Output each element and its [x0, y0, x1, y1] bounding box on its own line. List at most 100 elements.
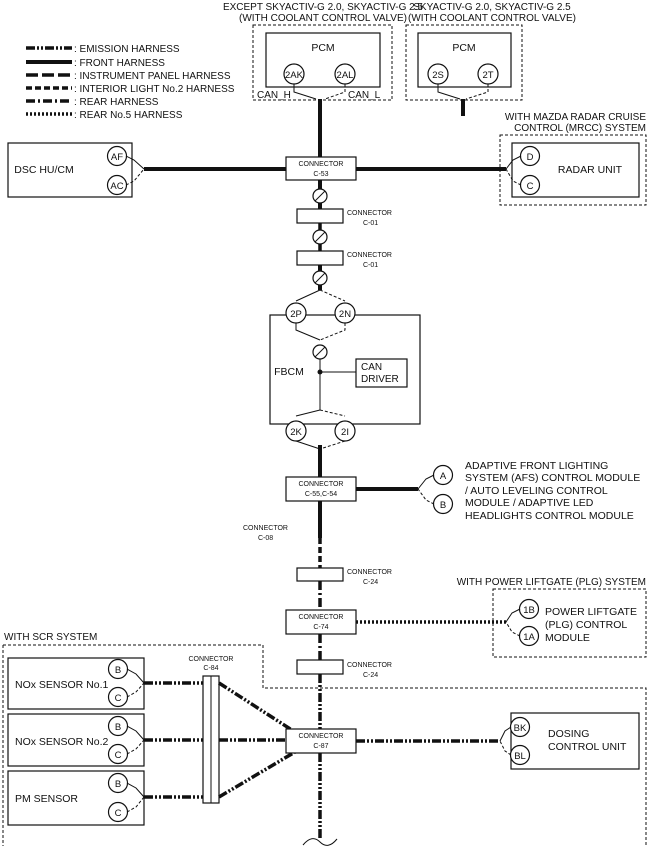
connector-c53-id: C-53 [313, 171, 328, 178]
nox1-pin-b-label: B [115, 665, 121, 676]
pcm-left-caption-2: (WITH COOLANT CONTROL VALVE) [239, 13, 407, 24]
afs-pin-a-label: A [440, 471, 447, 482]
radar-twist-l [505, 168, 522, 186]
scr-option-frame [3, 644, 647, 846]
afs-twist-l [417, 488, 435, 505]
connector-c74 [285, 609, 357, 635]
connector-c55-c54 [285, 476, 357, 502]
plg-caption: WITH POWER LIFTGATE (PLG) SYSTEM [457, 577, 646, 588]
connector-c24-b-name: CONNECTOR [347, 662, 392, 669]
legend-instrument-label: : INSTRUMENT PANEL HARNESS [74, 71, 231, 82]
radar-caption-2: CONTROL (MRCC) SYSTEM [514, 123, 646, 134]
can-driver-label-2: DRIVER [361, 374, 399, 385]
plg-pin-1a-label: 1A [523, 632, 535, 643]
afs-line-2: SYSTEM (AFS) CONTROL MODULE [465, 472, 640, 484]
dosing-twist-h [499, 726, 512, 742]
connector-c87-name: CONNECTOR [299, 733, 344, 740]
dosing-line-2: CONTROL UNIT [548, 741, 627, 753]
dsc-pin-af-label: AF [111, 152, 123, 163]
plg-line-3: MODULE [545, 632, 590, 644]
connector-c55-id: C-55,C-54 [305, 491, 337, 498]
fbcm-pin-2i-label: 2I [341, 427, 349, 438]
legend-rear5-label: : REAR No.5 HARNESS [74, 110, 183, 121]
trunk-continuation-break [302, 838, 338, 846]
afs-twist-h [417, 474, 435, 490]
pcm-left-pin-l-label: 2AL [337, 70, 354, 81]
dsc-twist-h [125, 155, 145, 170]
pcm-right-twist-l [465, 84, 489, 100]
connector-c01-a-name: CONNECTOR [347, 210, 392, 217]
connector-c01-a-id: C-01 [363, 220, 378, 227]
twisted-pair-icon-1 [312, 188, 328, 204]
nox1-twist-h [126, 668, 145, 684]
pcm-right-title: PCM [452, 42, 475, 54]
can-driver-box [355, 358, 408, 388]
nox2-pin-b-label: B [115, 722, 121, 733]
connector-c01-b [296, 250, 344, 266]
c84-to-c87-wire-3 [218, 750, 296, 799]
pcm-left-option-frame [252, 24, 393, 101]
legend-emission-label: : EMISSION HARNESS [74, 44, 180, 55]
plg-line-1: POWER LIFTGATE [545, 606, 637, 618]
connector-c24-a [296, 567, 344, 582]
dosing-control-unit-box [510, 712, 640, 770]
radar-caption-1: WITH MAZDA RADAR CRUISE [505, 112, 646, 123]
nox1-twist-l [126, 682, 145, 698]
plg-twist-l [505, 621, 521, 637]
fbcm-twist-out-h [295, 440, 321, 450]
fbcm-pin-2k-label: 2K [290, 427, 302, 438]
connector-c01-b-id: C-01 [363, 262, 378, 269]
pcm-left-can-h: CAN_H [257, 90, 291, 101]
dosing-line-1: DOSING [548, 728, 589, 740]
connector-c74-id: C-74 [313, 624, 328, 631]
pcm-right-caption-2: (WITH COOLANT CONTROL VALVE) [408, 13, 576, 24]
connector-c08-id: C-08 [258, 535, 273, 542]
connector-c08-name: CONNECTOR [243, 525, 288, 532]
fbcm-twist-in-h [295, 289, 321, 302]
fbcm-internal-h-bottom [295, 409, 321, 417]
connector-c24-a-name: CONNECTOR [347, 569, 392, 576]
scr-caption: WITH SCR SYSTEM [4, 632, 97, 643]
legend-interior-label: : INTERIOR LIGHT No.2 HARNESS [74, 84, 235, 95]
connector-c01-b-name: CONNECTOR [347, 252, 392, 259]
dsc-hucm-title: DSC HU/CM [14, 164, 74, 176]
pcm-right-pin-l-label: 2T [482, 70, 493, 81]
legend-front-label: : FRONT HARNESS [74, 58, 165, 69]
radar-pin-d-label: D [527, 152, 534, 163]
afs-line-1: ADAPTIVE FRONT LIGHTING [465, 460, 608, 472]
pcm-left-twist-h [293, 84, 317, 100]
fbcm-internal-l-top [319, 323, 346, 341]
fbcm-pin-2p-label: 2P [290, 309, 302, 320]
harness-legend: : EMISSION HARNESS : FRONT HARNESS : INS… [26, 44, 235, 121]
dsc-pin-ac-label: AC [110, 181, 123, 192]
nox-sensor-2-title: NOx SENSOR No.2 [15, 736, 109, 748]
legend-rear-label: : REAR HARNESS [74, 97, 159, 108]
c84-to-c87-wire-1 [218, 681, 296, 734]
pcm-left-can-l: CAN_L [348, 90, 381, 101]
afs-line-4: MODULE / ADAPTIVE LED [465, 497, 594, 509]
connector-c53-name: CONNECTOR [299, 161, 344, 168]
nox2-twist-l [126, 739, 145, 755]
pcm-right-caption-1: SKYACTIV-G 2.0, SKYACTIV-G 2.5 [413, 2, 571, 13]
connector-c24-a-id: C-24 [363, 579, 378, 586]
plg-pin-1b-label: 1B [523, 605, 535, 616]
connector-c87-id: C-87 [313, 743, 328, 750]
radar-pin-c-label: C [527, 181, 534, 192]
dosing-pin-bk-label: BK [514, 723, 527, 734]
nox2-twist-h [126, 725, 145, 741]
pcm-left-caption-1: EXCEPT SKYACTIV-G 2.0, SKYACTIV-G 2.5 [223, 2, 424, 13]
fbcm-internal-h-top [295, 323, 321, 341]
fbcm-twist-in-l [319, 289, 346, 302]
dosing-twist-l [499, 740, 512, 756]
pcm-left-pin-h-label: 2AK [285, 70, 304, 81]
fbcm-pin-2n-label: 2N [339, 309, 351, 320]
plg-line-2: (PLG) CONTROL [545, 619, 627, 631]
twisted-pair-icon-2 [312, 229, 328, 245]
pm-twist-h [126, 782, 145, 798]
connector-c53 [285, 156, 357, 181]
afs-line-5: HEADLIGHTS CONTROL MODULE [465, 510, 634, 522]
connector-c24-b-id: C-24 [363, 672, 378, 679]
pm-pin-c-label: C [115, 808, 122, 819]
connector-c24-b [296, 659, 344, 675]
